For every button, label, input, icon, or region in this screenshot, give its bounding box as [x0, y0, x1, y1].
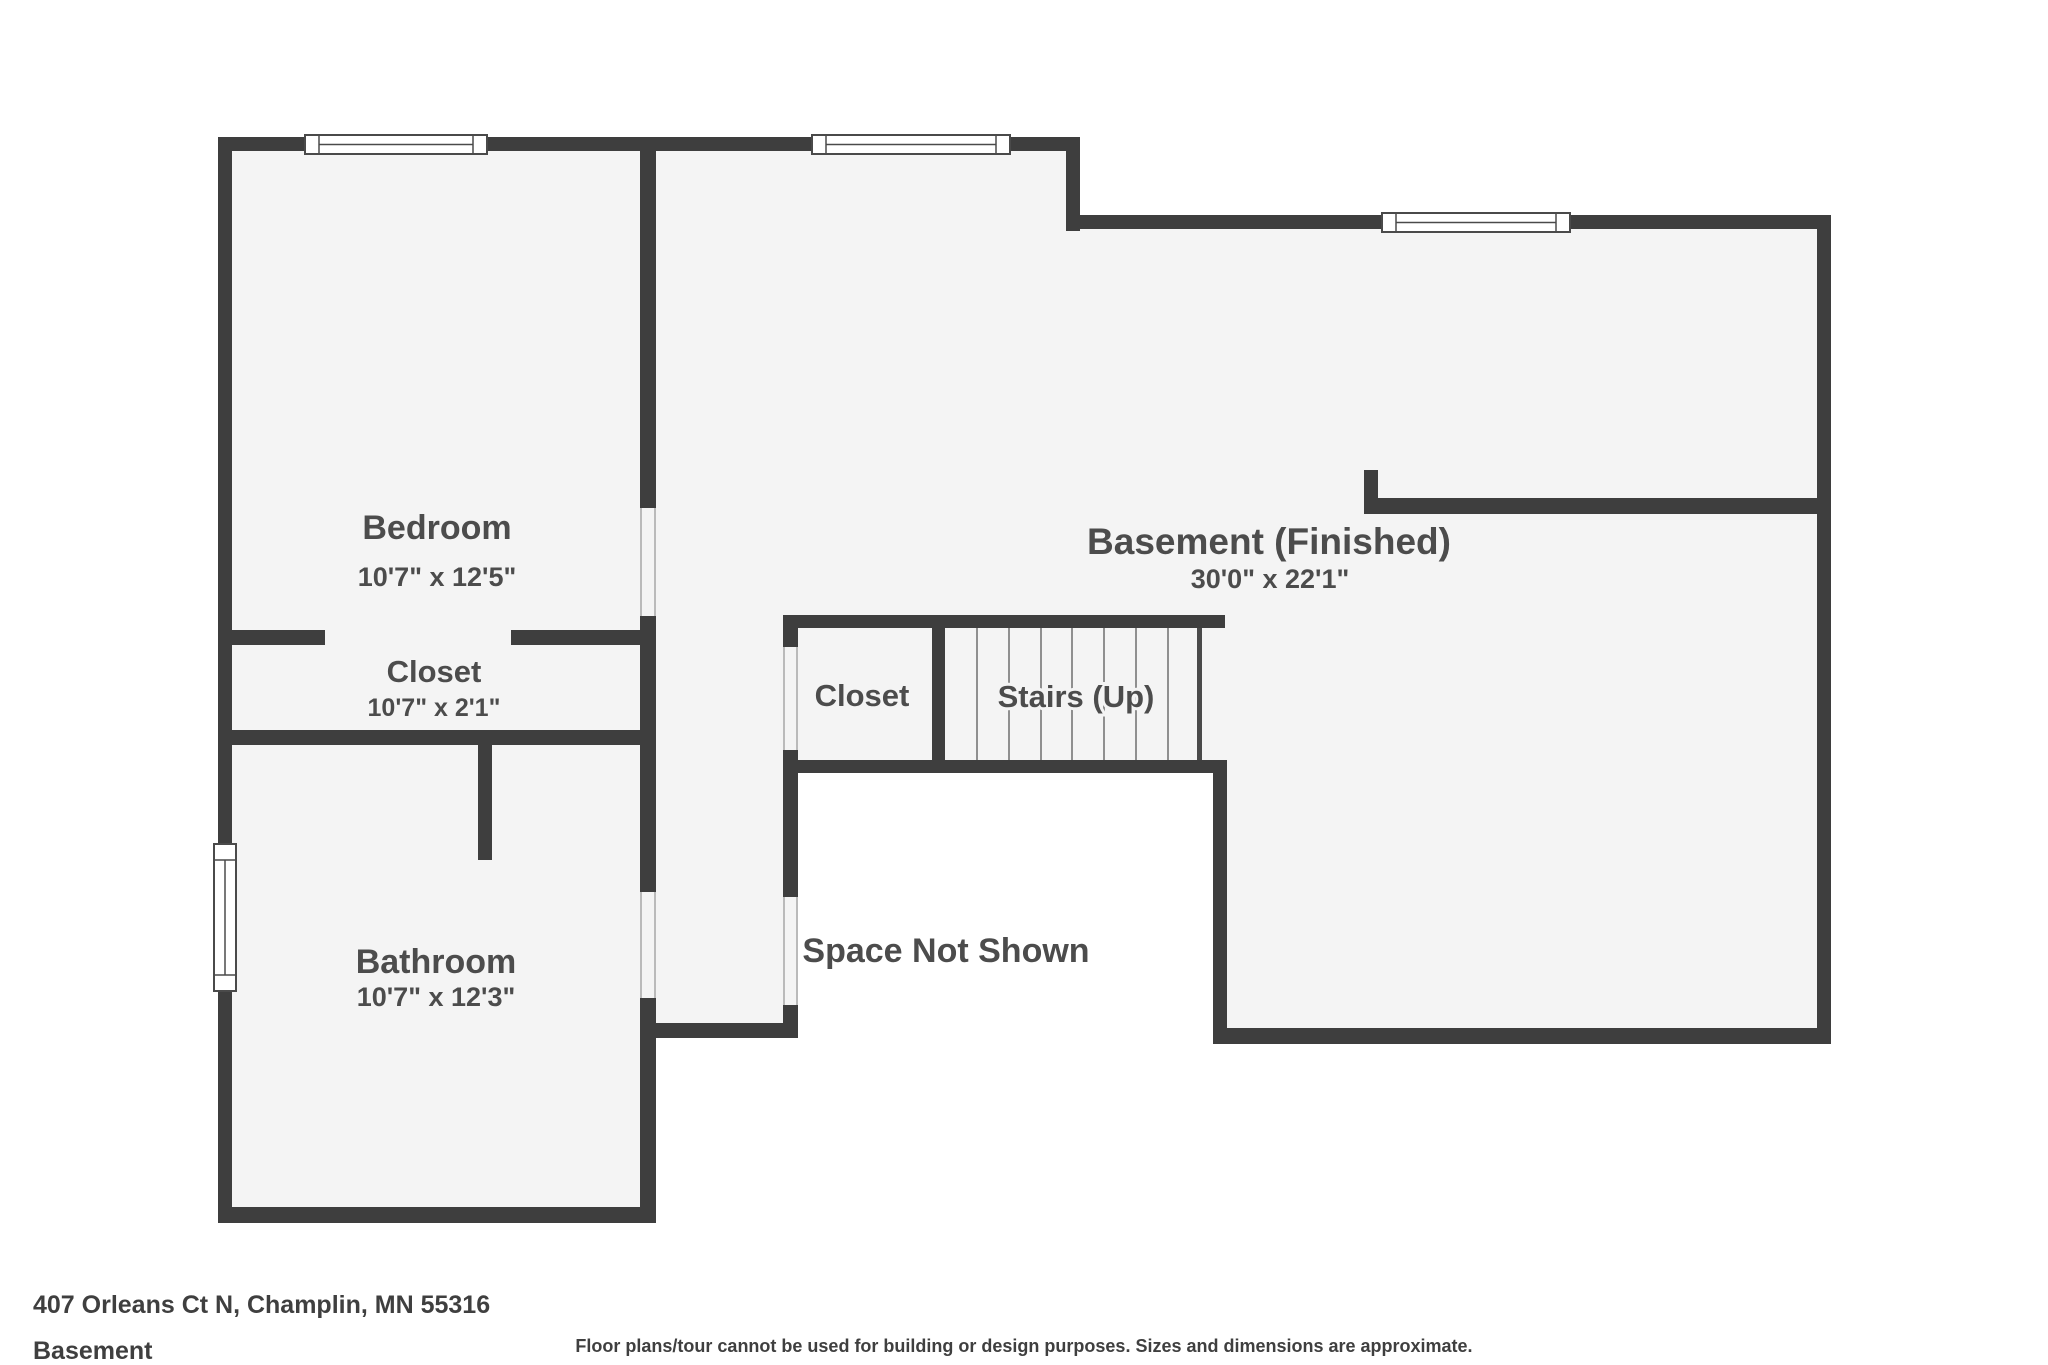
wall-corridor-bottom: [640, 1023, 798, 1038]
wall-outer-right: [1817, 215, 1831, 1044]
wall-bathroom-right-lower: [640, 998, 656, 1207]
room-dimensions: 10'7" x 12'5": [358, 562, 517, 592]
room-closet: Closet 10'7" x 2'1": [365, 651, 504, 725]
wall-mid-left-a: [783, 628, 798, 647]
room-dimensions: 10'7" x 2'1": [368, 694, 501, 722]
wall-step: [1066, 137, 1080, 231]
room-stairs-up: Stairs (Up): [995, 676, 1158, 717]
wall-bedroom-right-mid: [640, 616, 656, 892]
room-space-not-shown: Space Not Shown: [799, 929, 1092, 973]
room-dimensions: 10'7" x 12'3": [357, 982, 516, 1012]
room-basement-finished: Basement (Finished) 30'0" x 22'1": [1084, 518, 1454, 597]
room-label: Bedroom: [362, 509, 511, 547]
stair-treads: [976, 628, 1202, 760]
wall-closet-bottom: [218, 730, 656, 745]
windows: [213, 134, 1571, 992]
wall-bathroom-stub: [478, 745, 492, 860]
wall-basement-bottom: [1213, 1028, 1831, 1044]
floor-areas: [232, 150, 1817, 1207]
floor-left-section: [232, 150, 656, 1207]
wall-outer-left: [218, 137, 232, 1223]
wall-bathroom-bottom: [218, 1207, 656, 1223]
room-label: Bathroom: [356, 943, 517, 981]
address-text: 407 Orleans Ct N, Champlin, MN 55316: [33, 1291, 491, 1319]
wall-mid-left-b: [783, 750, 798, 760]
space-not-shown-area: [798, 773, 1213, 1053]
room-bedroom: Bedroom 10'7" x 12'5": [355, 506, 520, 595]
wall-space-not-shown-right: [1213, 760, 1227, 1044]
wall-basement-partition-stub: [1364, 470, 1378, 498]
room-closet-middle: Closet: [812, 675, 913, 716]
wall-closet-top-left-stub: [218, 630, 325, 645]
wall-closet-top-right-stub: [511, 630, 640, 645]
room-label: Closet: [387, 654, 482, 689]
door-openings: [640, 508, 798, 1005]
wall-basement-partition: [1364, 498, 1817, 514]
room-label: Stairs (Up): [998, 679, 1155, 714]
wall-closet-stairs-divider: [932, 628, 945, 760]
wall-stairs-bottom: [783, 760, 1227, 773]
wall-mid-left-c: [783, 773, 798, 897]
window-symbol-mid: [811, 134, 1011, 155]
floor-label: Basement: [33, 1337, 153, 1365]
wall-bedroom-right-upper: [640, 150, 656, 508]
disclaimer-text: Floor plans/tour cannot be used for buil…: [575, 1336, 1473, 1356]
room-label: Closet: [815, 678, 910, 713]
window-symbol-bathroom: [213, 843, 237, 992]
window-symbol-basement: [1381, 212, 1571, 233]
wall-stairs-top: [783, 615, 1225, 628]
room-label: Basement (Finished): [1087, 521, 1451, 562]
window-symbol-bedroom: [304, 134, 488, 155]
room-bathroom: Bathroom 10'7" x 12'3": [353, 940, 520, 1015]
room-label: Space Not Shown: [802, 932, 1089, 970]
room-dimensions: 30'0" x 22'1": [1191, 564, 1350, 594]
stair-edge: [1197, 628, 1202, 760]
